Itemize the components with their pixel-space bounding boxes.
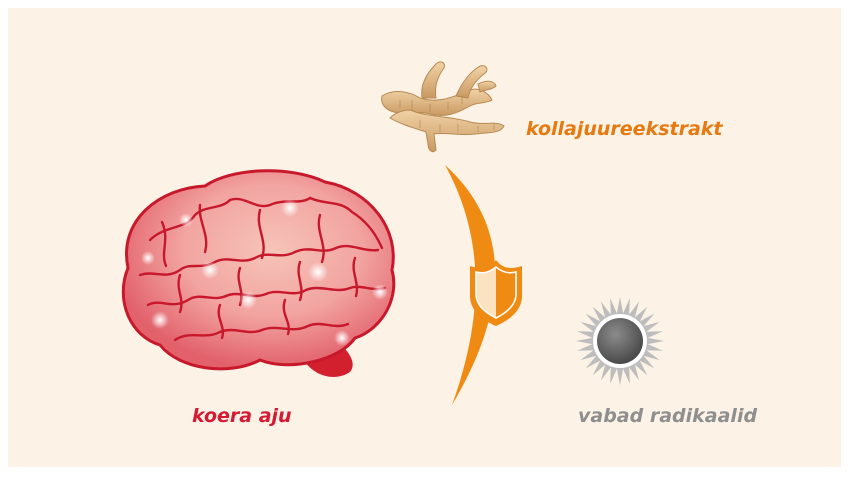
free-radicals-label: vabad radikaalid bbox=[578, 405, 757, 427]
root-extract-label: kollajuureekstrakt bbox=[526, 118, 723, 140]
brain-label: koera aju bbox=[192, 405, 292, 427]
brain-icon bbox=[123, 171, 393, 377]
spiky-sun-icon bbox=[576, 297, 664, 385]
ginger-root-icon bbox=[382, 62, 504, 152]
